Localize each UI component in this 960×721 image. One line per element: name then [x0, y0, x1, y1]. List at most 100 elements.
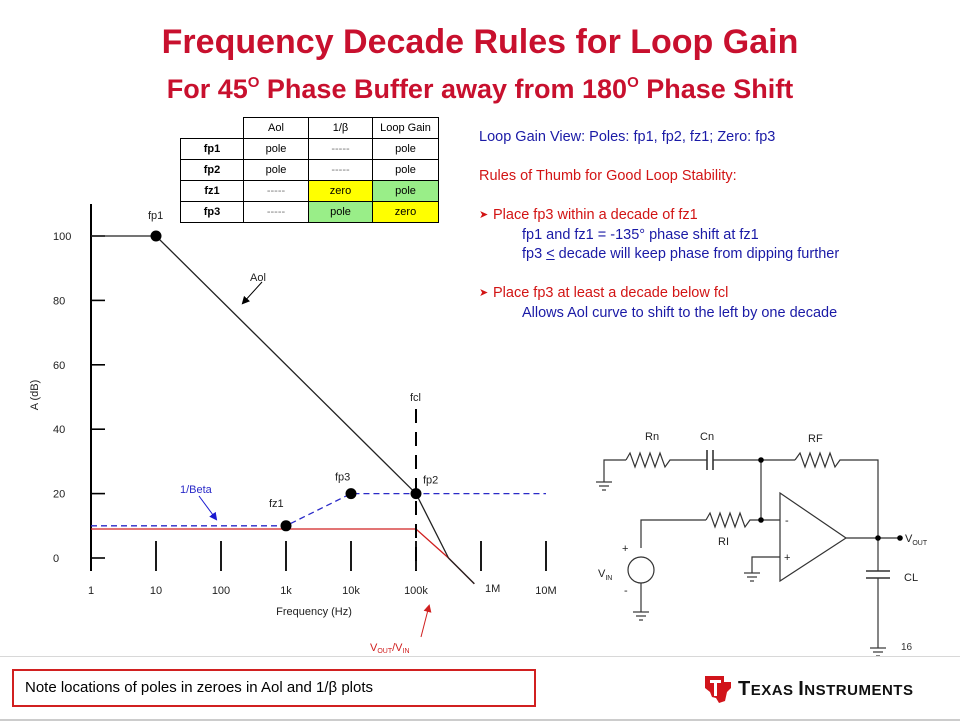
subtitle-part: For 45: [166, 74, 248, 104]
slide-subtitle: For 45O Phase Buffer away from 180O Phas…: [0, 66, 960, 106]
x-tick-label: 10k: [342, 585, 360, 597]
rules-title: Rules of Thumb for Good Loop Stability:: [479, 168, 737, 184]
ground-icon: [596, 481, 612, 491]
rule-text: Place fp3 within a decade of fz1: [493, 207, 698, 223]
degree-superscript: O: [627, 74, 639, 91]
op-amp-circuit: [596, 450, 900, 657]
page-number: 16: [901, 642, 913, 653]
vin-plus-label: +: [622, 543, 628, 555]
vout-vin-label: VOUT/VIN: [370, 642, 410, 655]
rule-detail: fp3 < decade will keep phase from dippin…: [479, 245, 949, 265]
x-tick-label: 10M: [535, 585, 556, 597]
aol-arrow: [241, 281, 263, 305]
fp3-label: fp3: [335, 472, 350, 484]
wordmark-t: T: [738, 678, 751, 700]
vout-vin-arrow: [420, 604, 432, 638]
ti-state-icon: [705, 676, 731, 703]
rule-detail-part: decade will keep phase from dipping furt…: [554, 246, 840, 262]
vout-sub: OUT: [377, 648, 393, 655]
vout-v: V: [905, 533, 913, 545]
vin-sub: IN: [403, 648, 410, 655]
wordmark-i: I: [798, 678, 805, 700]
rn-resistor: [625, 451, 676, 469]
slide-title: Frequency Decade Rules for Loop Gain: [161, 23, 799, 61]
subtitle-part: Phase Shift: [638, 74, 794, 104]
x-tick-label: 10: [150, 585, 162, 597]
op-amp-minus-label: -: [785, 515, 789, 527]
vout-v: V: [370, 642, 378, 654]
aol-line: [91, 235, 450, 559]
vin-slash: /V: [392, 642, 403, 654]
ri-wire: [640, 519, 706, 548]
ground-icon: [633, 611, 649, 621]
fcl-label: fcl: [410, 392, 421, 404]
beta-label: 1/Beta: [180, 484, 213, 496]
y-tick-label: 40: [53, 424, 65, 436]
junction-dot: [897, 535, 903, 541]
y-axis-label: A (dB): [29, 380, 41, 411]
rf-label: RF: [808, 433, 823, 445]
vin-minus-label: -: [624, 585, 628, 597]
point-fp2: [410, 488, 422, 500]
circuit-labels: Rn Cn RF RI - + VOUT VIN + - CL: [598, 431, 928, 597]
rn-label: Rn: [645, 431, 659, 443]
degree-superscript: O: [247, 74, 260, 91]
less-equal-symbol: <: [546, 246, 555, 262]
fp1-label: fp1: [148, 210, 163, 222]
table-row-label: fp3: [180, 201, 244, 223]
rf-wire: [845, 459, 879, 538]
arrow-bullet-icon: ➤: [479, 209, 489, 221]
point-group: [150, 230, 422, 532]
x-tick-label: 100: [212, 585, 230, 597]
circuit-junctions: [758, 457, 903, 541]
rule-detail-part: fp3: [522, 246, 547, 262]
stability-notes: Loop Gain View: Poles: fp1, fp2, fz1; Ze…: [479, 128, 949, 323]
rule-text: Place fp3 at least a decade below fcl: [493, 285, 729, 301]
op-amp-symbol: [779, 491, 848, 583]
y-tick-label: 60: [53, 360, 65, 372]
vin-source-symbol: [627, 556, 655, 584]
junction-dot: [758, 457, 764, 463]
table-cell: pole: [372, 180, 439, 202]
ground-icon: [744, 572, 760, 582]
vout-sub: OUT: [912, 540, 928, 547]
wordmark-exas: EXAS: [750, 682, 799, 699]
table-row: fp1 pole ----- pole: [180, 138, 439, 160]
table-row: fz1 ----- zero pole: [180, 180, 439, 202]
vin-sub: IN: [605, 575, 612, 582]
beta-line: [91, 492, 546, 527]
rn-wire: [603, 459, 626, 482]
table-cell: -----: [243, 201, 309, 223]
table-cell: pole: [372, 138, 439, 160]
table-cell: pole: [308, 201, 373, 223]
x-tick-label: 1k: [280, 585, 292, 597]
junction-dot: [875, 535, 881, 541]
footnote-box: Note locations of poles in zeroes in Aol…: [12, 669, 536, 707]
fp2-label: fp2: [423, 475, 438, 487]
arrow-bullet-icon: ➤: [479, 287, 489, 299]
y-tick-label: 20: [53, 489, 65, 501]
rule-detail: fp1 and fz1 = -135° phase shift at fz1: [522, 226, 759, 243]
ri-label: RI: [718, 536, 729, 548]
x-axis-label: Frequency (Hz): [276, 606, 352, 618]
fz1-label: fz1: [269, 498, 284, 510]
point-fz1: [280, 520, 292, 532]
x-tick-label: 100k: [404, 585, 428, 597]
table-cell: zero: [372, 201, 439, 223]
junction-dot: [758, 517, 764, 523]
op-amp-plus-label: +: [784, 552, 790, 564]
plus-wire: [751, 556, 780, 573]
pole-zero-table: Aol 1/β Loop Gain fp1 pole ----- pole fp…: [180, 117, 439, 223]
rule-bullet: ➤ Place fp3 at least a decade below fcl: [479, 284, 949, 304]
point-fp3: [345, 488, 357, 500]
table-row: fp3 ----- pole zero: [180, 201, 439, 223]
aol-label: Aol: [250, 272, 266, 284]
rule-detail: Allows Aol curve to shift to the left by…: [522, 304, 838, 321]
y-tick-label: 80: [53, 295, 65, 307]
rule-bullet: ➤ Place fp3 within a decade of fz1: [479, 206, 949, 226]
loop-gain-view-text: Loop Gain View: Poles: fp1, fp2, fz1; Ze…: [479, 129, 776, 145]
